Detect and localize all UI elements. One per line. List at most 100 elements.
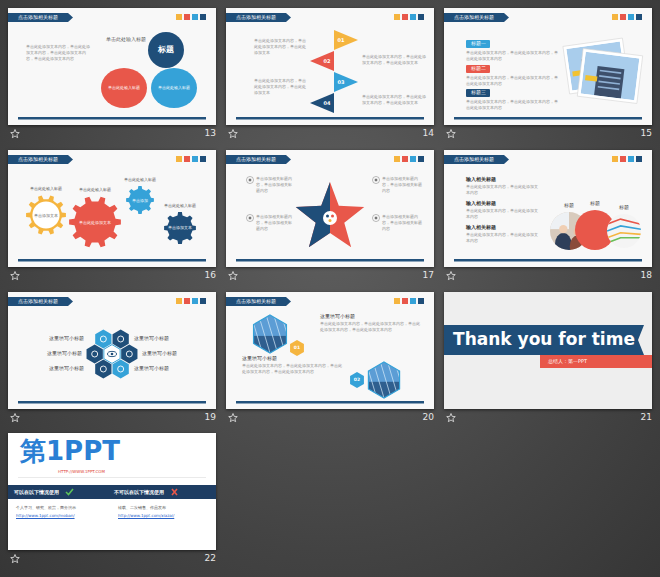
slide-ground — [226, 150, 434, 267]
bullet-icon — [247, 215, 254, 222]
slide-number-slot: 19 — [158, 412, 216, 424]
gear-shape — [126, 186, 154, 214]
color-square — [620, 156, 626, 162]
body-text: 单击添加相关标题内容，单击添加相关标题内容 — [256, 214, 292, 232]
subtitle: 输入相关标题 — [466, 224, 496, 232]
photo-window — [600, 70, 622, 74]
body-text: 单击此处添加文本内容，单击此处添加文本内容，单击此处添加文本内容，单击此处添加文… — [242, 363, 342, 375]
heading-ribbon — [226, 13, 291, 22]
color-square — [192, 156, 198, 162]
subtitle: 输入相关标题 — [466, 176, 496, 184]
photo-circle-outline — [607, 214, 641, 248]
slide-thumbnail-outline — [8, 292, 216, 409]
presenter-slot: 总结人：第一PPT — [548, 355, 648, 368]
bullet-icon — [247, 177, 254, 184]
heading-ribbon — [8, 13, 73, 22]
slide-number-slot: 20 — [376, 412, 434, 424]
usage-heading: 可以在以下情况使用 — [14, 489, 59, 495]
body-text: 单击此处添加文本内容，单击此处添加文本内容，单击此处添加文本 — [254, 38, 306, 56]
hexagon — [113, 330, 129, 349]
gear-text-slot: 单击此处添加文本 — [76, 217, 115, 227]
blob-title-slot: 单击此处输入标题 — [155, 68, 193, 108]
subtitle-slot: 这里填写小标题 — [134, 366, 174, 373]
color-square — [612, 14, 618, 20]
footer-bar — [454, 259, 642, 262]
usage-heading: 不可以在以下情况使用 — [114, 489, 164, 495]
slide-thumbnail: 标题标题标题点击添加相关标题18输入相关标题单击此处添加文本内容，单击此处添加文… — [444, 150, 652, 267]
color-square — [192, 14, 198, 20]
gear-heading-slot: 单击此处输入标题 — [118, 176, 162, 183]
color-square — [184, 298, 190, 304]
eye-icon — [108, 351, 117, 356]
tag-shape — [466, 89, 490, 97]
bar-shape — [540, 355, 652, 368]
color-square — [636, 14, 642, 20]
hexagon-icon — [126, 351, 132, 357]
slide-heading-slot: 点击添加相关标题 — [236, 297, 326, 306]
blob-title: 单击此处输入标题 — [158, 85, 190, 90]
slide-thumbnail-outline — [226, 292, 434, 409]
slide-number: 20 — [423, 412, 434, 423]
gear-text: 单击添加 — [132, 198, 148, 203]
footer-bar — [236, 259, 424, 262]
slide-thumbnail: 点击添加相关标题19这里填写小标题这里填写小标题这里填写小标题这里填写小标题这里… — [8, 292, 216, 409]
number-hexagon: 02 — [350, 372, 364, 388]
slide-ground — [444, 8, 652, 125]
hexagon — [121, 345, 137, 364]
circle-heading: 标题 — [564, 203, 574, 209]
slide-number-slot: 14 — [376, 128, 434, 140]
color-square — [418, 298, 424, 304]
photo — [366, 362, 413, 398]
circle-title: 标题 — [158, 45, 174, 55]
gear: 单击此处输入标题单击添加文本 — [26, 195, 66, 235]
usage-link-slot: http://www.1ppt.com/moban/ — [16, 513, 108, 519]
presenter-bar: 总结人：第一PPT — [540, 355, 652, 368]
slide-thumbnail: 01020304点击添加相关标题14单击此处添加文本内容，单击此处添加文本内容，… — [226, 8, 434, 125]
circle-heading: 标题 — [590, 201, 600, 207]
color-square — [200, 298, 206, 304]
star-icon — [447, 272, 456, 280]
step-number: 03 — [338, 79, 345, 85]
subtitle-slot: 这里填写小标题 — [320, 314, 420, 321]
photo-sky — [581, 52, 640, 100]
triangle-shape — [310, 51, 334, 71]
slide-number: 14 — [423, 128, 434, 139]
hexagon-shape — [290, 340, 304, 356]
hexagon-icon — [100, 336, 106, 342]
subtitle: 这里填写小标题 — [320, 314, 355, 321]
gear-heading: 单击此处输入标题 — [164, 203, 196, 208]
gear-heading-slot: 单击此处输入标题 — [24, 185, 68, 192]
photo — [581, 52, 640, 100]
slide-heading: 点击添加相关标题 — [18, 299, 58, 305]
blob-title: 单击此处输入标题 — [108, 85, 140, 90]
slide-number: 17 — [423, 270, 434, 281]
slide-ground — [8, 150, 216, 267]
star-center — [323, 211, 337, 225]
star-dot — [331, 215, 334, 218]
body-text-slot: 单击此处添加文本内容，单击此处添加文本内容，单击此处添加文本内容 — [466, 50, 558, 62]
subtitle-slot: 这里填写小标题 — [44, 351, 82, 358]
body-text: 单击此处添加文本内容，单击此处添加文本内容，单击此处添加文本内容 — [466, 50, 558, 62]
photo-window — [599, 75, 621, 79]
gear-text: 单击添加文本 — [34, 213, 58, 218]
footer-bar — [18, 117, 206, 120]
heading-ribbon — [8, 155, 73, 164]
subtitle-slot: 这里填写小标题 — [142, 351, 182, 358]
slide-number-slot: 16 — [158, 270, 216, 282]
body-text-slot: 单击此处添加文本内容，单击此处添加文本内容 — [466, 232, 538, 244]
bullet-icon-mark — [249, 179, 252, 182]
color-square — [620, 14, 626, 20]
star-icon — [11, 555, 20, 563]
subtitle: 这里填写小标题 — [49, 366, 84, 373]
footer-bar — [18, 259, 206, 262]
hexagon — [113, 360, 129, 379]
slide-heading: 点击添加相关标题 — [236, 15, 276, 21]
star-dot — [329, 219, 332, 222]
color-square — [410, 156, 416, 162]
gear-heading: 单击此处输入标题 — [124, 177, 156, 182]
color-square — [418, 14, 424, 20]
blob-shape — [151, 68, 197, 108]
body-text-slot: 单击此处添加文本内容，单击此处添加文本内容，单击此处添加文本 — [254, 38, 306, 56]
bullet-icon-mark — [249, 217, 252, 220]
color-square — [612, 156, 618, 162]
